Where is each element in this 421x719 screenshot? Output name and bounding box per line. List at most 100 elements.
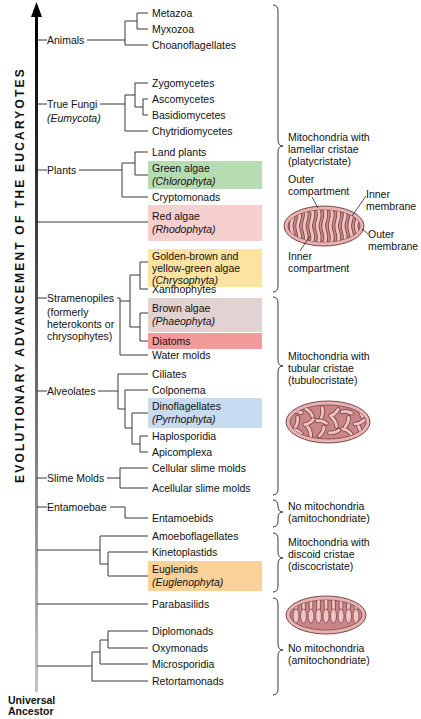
tree-line — [122, 163, 135, 164]
tree-line — [118, 374, 119, 409]
crista-fill — [340, 596, 343, 609]
tree-line — [140, 262, 141, 289]
crista-outline — [292, 429, 301, 433]
tree-line — [125, 45, 148, 46]
crista-fill — [317, 206, 319, 246]
crista-outline — [346, 596, 351, 609]
tree-line — [125, 21, 126, 45]
tree-line — [130, 327, 140, 328]
outer-membrane-shape — [286, 401, 370, 443]
taxon-label: Oxymonads — [152, 641, 208, 655]
crista-outline — [317, 421, 327, 424]
crista-outline — [324, 596, 329, 609]
tree-line — [140, 262, 148, 263]
taxon-label: Water molds — [152, 348, 211, 362]
crista-outline — [321, 408, 322, 418]
tree-line — [100, 640, 108, 641]
taxon-box: Green algae(Chlorophyta) — [148, 161, 262, 189]
cristae — [292, 408, 365, 437]
crista-fill — [295, 596, 298, 609]
taxon-box: Diatoms — [148, 333, 262, 349]
taxon-name: Brown algae — [152, 302, 258, 315]
tree-line — [130, 275, 140, 276]
braces — [273, 5, 283, 695]
leader-lines — [300, 196, 368, 251]
crista-outline — [295, 417, 297, 427]
crista-fill — [350, 206, 352, 246]
crista-fill — [330, 409, 338, 415]
tree-line — [108, 648, 148, 649]
tree-line — [37, 604, 148, 605]
crista-fill — [319, 427, 324, 436]
taxon-label: Haplosporidia — [152, 429, 216, 443]
crista-outline — [298, 206, 300, 246]
crista-fill — [306, 409, 313, 416]
group-label: Stramenopiles — [47, 291, 117, 305]
part-label: Outer membrane — [368, 228, 421, 252]
leader-line — [312, 197, 318, 208]
tree-line — [92, 652, 93, 681]
tree-line — [108, 552, 148, 553]
mitochondria-type-note: No mitochondria (amitochondriate) — [288, 642, 400, 666]
crista-outline — [359, 427, 361, 437]
part-label: Outer compartment — [288, 173, 360, 197]
group-label: Slime Molds — [47, 471, 107, 485]
crista-fill — [347, 596, 350, 609]
tree-line — [120, 355, 148, 356]
crista-outline — [332, 418, 337, 427]
crista-fill — [332, 418, 337, 427]
cristae — [293, 596, 359, 623]
taxon-label: Choanoflagellates — [152, 38, 236, 52]
crista-outline — [305, 419, 314, 424]
crista-outline — [342, 411, 352, 413]
taxon-label: Parabasilids — [152, 597, 209, 611]
tree-line — [125, 95, 135, 96]
outer-membrane-shape — [284, 206, 364, 246]
tree-line — [108, 576, 148, 577]
mitochondria-type-note: No mitochondria (amitochondriate) — [288, 500, 400, 524]
tree-line — [122, 197, 148, 198]
taxon-label: Microsporidia — [152, 657, 214, 671]
taxon-box: Red algae(Rhodophyta) — [148, 205, 262, 241]
crista-fill — [321, 408, 322, 418]
mitochondria-type-note: Mitochondria with lamellar cristae (plat… — [288, 131, 388, 167]
tree-line — [135, 152, 148, 153]
taxon-latin-name: (Chlorophyta) — [152, 175, 258, 188]
tree-line — [122, 163, 123, 197]
crista-outline — [357, 408, 363, 416]
root-label: Universal Ancestor — [8, 695, 68, 717]
tree-line — [120, 301, 130, 302]
crista-outline — [307, 427, 310, 436]
tree-line — [120, 488, 148, 489]
crista-fill — [302, 596, 305, 609]
tree-line — [37, 222, 148, 223]
crista-outline — [324, 206, 326, 246]
tree-line — [132, 413, 148, 414]
crista-fill — [307, 427, 310, 436]
crista-fill — [332, 596, 335, 609]
taxon-label: Entamoebids — [152, 511, 213, 525]
crista-outline — [317, 206, 319, 246]
tree-line — [135, 107, 143, 108]
crista-outline — [343, 429, 351, 434]
taxon-label: Ciliates — [152, 367, 186, 381]
tree-line — [92, 681, 148, 682]
part-label: Inner compartment — [288, 250, 363, 274]
crista-fill — [298, 206, 300, 246]
inner-membrane-shape — [290, 405, 366, 439]
crista-fill — [311, 206, 313, 246]
tree-line — [125, 131, 148, 132]
crista-disc — [316, 609, 322, 623]
crista-fill — [355, 420, 364, 424]
taxon-latin-name: (Rhodophyta) — [152, 223, 258, 236]
group-label: Entamoebae — [47, 500, 110, 514]
tree-line — [118, 374, 148, 375]
taxon-label: Diplomonads — [152, 624, 213, 638]
tree-lines — [37, 13, 148, 681]
taxon-box: Dinoflagellates(Pyrrhophyta) — [148, 398, 262, 428]
crista-outline — [355, 420, 364, 424]
crista-outline — [350, 206, 352, 246]
group-label: Alveolates — [47, 384, 98, 398]
taxon-name: Red algae — [152, 210, 258, 223]
crista-fill — [325, 596, 328, 609]
